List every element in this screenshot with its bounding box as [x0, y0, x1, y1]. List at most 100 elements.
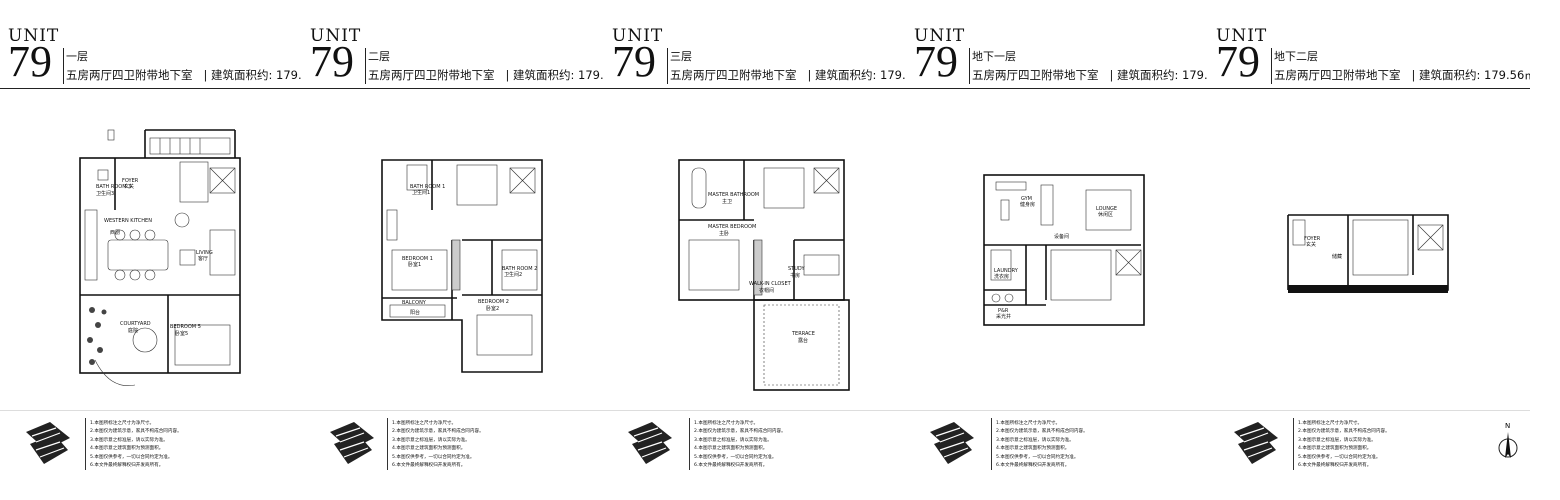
disclaimer-notes: 1.本图所标注之尺寸为净尺寸。2.本图仅为建筑示意，家具不构成合同内容。3.本图…: [694, 421, 786, 469]
unit-label: UNIT: [310, 26, 362, 46]
site-plan-icon: [26, 422, 70, 464]
site-plan-icon: [628, 422, 672, 464]
notes-divider: [85, 418, 86, 470]
header-rule: [1208, 88, 1530, 89]
footer-rule: [1208, 410, 1530, 411]
room-label-bath2-cn: 卫生间2: [504, 271, 522, 278]
room-label-living: LIVING: [196, 250, 213, 256]
room-label-gym-cn: 健身房: [1020, 201, 1035, 208]
floor-name: 地下二层: [1274, 50, 1318, 63]
room-label-foyer-cn: 玄关: [1306, 241, 1316, 248]
unit-description: 五房两厅四卫附带地下室 | 建筑面积约: 179.56㎡: [1274, 68, 1530, 82]
disclaimer-notes: 1.本图所标注之尺寸为净尺寸。2.本图仅为建筑示意，家具不构成合同内容。3.本图…: [392, 421, 484, 469]
unit-label: UNIT: [914, 26, 966, 46]
room-label-equip: 设备间: [1054, 233, 1069, 240]
unit-number: 79: [612, 37, 656, 86]
room-label-master-bath-cn: 主卫: [722, 198, 732, 205]
room-label-living-cn: 客厅: [198, 255, 208, 262]
site-plan-icon: [930, 422, 974, 464]
room-label-walkin-cn: 衣帽间: [759, 287, 774, 294]
room-label-bath1: BATH ROOM 1: [410, 184, 445, 190]
header-rule: [302, 88, 604, 89]
notes-divider: [387, 418, 388, 470]
room-label-terrace-cn: 露台: [798, 337, 808, 344]
notes-divider: [1293, 418, 1294, 470]
room-label-kitchen-cn: 西厨: [110, 230, 120, 236]
room-label-foyer-cn: 玄关: [124, 183, 134, 190]
disclaimer-notes: 1.本图所标注之尺寸为净尺寸。2.本图仅为建筑示意，家具不构成合同内容。3.本图…: [90, 421, 182, 469]
unit-label: UNIT: [8, 26, 60, 46]
room-label-balcony-cn: 阳台: [410, 309, 420, 316]
room-label-bedroom-cn: 卧室5: [175, 330, 188, 337]
sheet-header: UNIT 79 地下一层 五房两厅四卫附带地下室 | 建筑面积约: 179.56…: [914, 26, 1208, 86]
sheet-header: UNIT 79 三层 五房两厅四卫附带地下室 | 建筑面积约: 179.56㎡: [612, 26, 906, 86]
compass-label: N: [1505, 422, 1510, 430]
room-label-pr: P&R: [998, 308, 1009, 314]
floorplan-drawing: FOYER 玄关 储藏: [1287, 214, 1449, 293]
footer-rule: [604, 410, 906, 411]
header-rule: [604, 88, 906, 89]
room-label-bedroom1: BEDROOM 1: [402, 256, 433, 262]
room-label-bath2: BATH ROOM 2: [502, 266, 537, 272]
sheet-header: UNIT 79 地下二层 五房两厅四卫附带地下室 | 建筑面积约: 179.56…: [1216, 26, 1530, 86]
unit-label: UNIT: [612, 26, 664, 46]
floorplan-drawing: MASTER BATHROOM 主卫 MASTER BEDROOM 主卧 WAL…: [678, 159, 850, 391]
room-label-bedroom1-cn: 卧室1: [408, 261, 421, 268]
notes-divider: [991, 418, 992, 470]
room-label-bath1-cn: 卫生间1: [412, 189, 430, 196]
unit-number: 79: [310, 37, 354, 86]
room-label-foyer: FOYER: [1304, 236, 1321, 242]
room-label-study-cn: 书房: [790, 272, 800, 279]
header-divider: [1271, 48, 1272, 84]
room-label-kitchen: WESTERN KITCHEN: [104, 218, 152, 224]
room-label-bath: BATH ROOM 3: [96, 184, 131, 190]
unit-description: 五房两厅四卫附带地下室 | 建筑面积约: 179.56㎡: [368, 68, 604, 82]
room-label-laundry: LAUNDRY: [994, 268, 1019, 274]
room-label-master-bath: MASTER BATHROOM: [708, 192, 759, 198]
floorplan-drawing: GYM 健身房 LOUNGE 休闲区 设备间 LAUNDRY 洗衣房 P&R 采…: [983, 174, 1145, 326]
room-label-lounge-cn: 休闲区: [1098, 211, 1113, 218]
north-arrow-icon: N: [1498, 422, 1518, 458]
room-label-master-bed-cn: 主卧: [719, 230, 729, 237]
header-divider: [365, 48, 366, 84]
floorplan-drawing: BATH ROOM 1 卫生间1 BEDROOM 1 卧室1 BATH ROOM…: [381, 159, 543, 373]
header-divider: [63, 48, 64, 84]
floorplan-sheet-4: UNIT 79 地下一层 五房两厅四卫附带地下室 | 建筑面积约: 179.56…: [906, 0, 1208, 500]
header-divider: [969, 48, 970, 84]
sheet-header: UNIT 79 一层 五房两厅四卫附带地下室 | 建筑面积约: 179.56㎡: [8, 26, 302, 86]
header-rule: [906, 88, 1208, 89]
unit-number: 79: [1216, 37, 1260, 86]
footer-rule: [0, 410, 302, 411]
floorplan-sheet-1: UNIT 79 一层 五房两厅四卫附带地下室 | 建筑面积约: 179.56㎡: [0, 0, 302, 500]
room-label-laundry-cn: 洗衣房: [994, 273, 1009, 280]
footer-rule: [302, 410, 604, 411]
room-label-bedroom2-cn: 卧室2: [486, 305, 499, 312]
room-label-pr-cn: 采光井: [996, 313, 1011, 320]
floor-name: 一层: [66, 50, 88, 63]
room-label-balcony: BALCONY: [402, 300, 427, 306]
floorplan-sheet-2: UNIT 79 二层 五房两厅四卫附带地下室 | 建筑面积约: 179.56㎡: [302, 0, 604, 500]
room-label-bath-cn: 卫生间3: [96, 190, 114, 197]
disclaimer-notes: 1.本图所标注之尺寸为净尺寸。2.本图仅为建筑示意，家具不构成合同内容。3.本图…: [996, 421, 1088, 469]
footer-rule: [906, 410, 1208, 411]
disclaimer-notes: 1.本图所标注之尺寸为净尺寸。2.本图仅为建筑示意，家具不构成合同内容。3.本图…: [1298, 421, 1390, 469]
unit-description: 五房两厅四卫附带地下室 | 建筑面积约: 179.56㎡: [972, 68, 1208, 82]
site-plan-icon: [1234, 422, 1278, 464]
sheet-header: UNIT 79 二层 五房两厅四卫附带地下室 | 建筑面积约: 179.56㎡: [310, 26, 604, 86]
unit-number: 79: [8, 37, 52, 86]
floorplan-sheet-5: UNIT 79 地下二层 五房两厅四卫附带地下室 | 建筑面积约: 179.56…: [1208, 0, 1530, 500]
room-label-walkin: WALK-IN CLOSET: [749, 281, 792, 287]
room-label-gym: GYM: [1021, 196, 1032, 202]
header-divider: [667, 48, 668, 84]
floor-name: 三层: [670, 50, 692, 63]
room-label-foyer: FOYER: [122, 178, 139, 184]
header-rule: [0, 88, 302, 89]
unit-label: UNIT: [1216, 26, 1268, 46]
unit-description: 五房两厅四卫附带地下室 | 建筑面积约: 179.56㎡: [66, 68, 302, 82]
room-label-lounge: LOUNGE: [1096, 206, 1117, 212]
unit-description: 五房两厅四卫附带地下室 | 建筑面积约: 179.56㎡: [670, 68, 906, 82]
floorplan-drawing: BATH ROOM 3 卫生间3 FOYER 玄关 WESTERN KITCHE…: [79, 129, 241, 387]
site-plan-icon: [330, 422, 374, 464]
room-label-bedroom2: BEDROOM 2: [478, 299, 509, 305]
unit-number: 79: [914, 37, 958, 86]
